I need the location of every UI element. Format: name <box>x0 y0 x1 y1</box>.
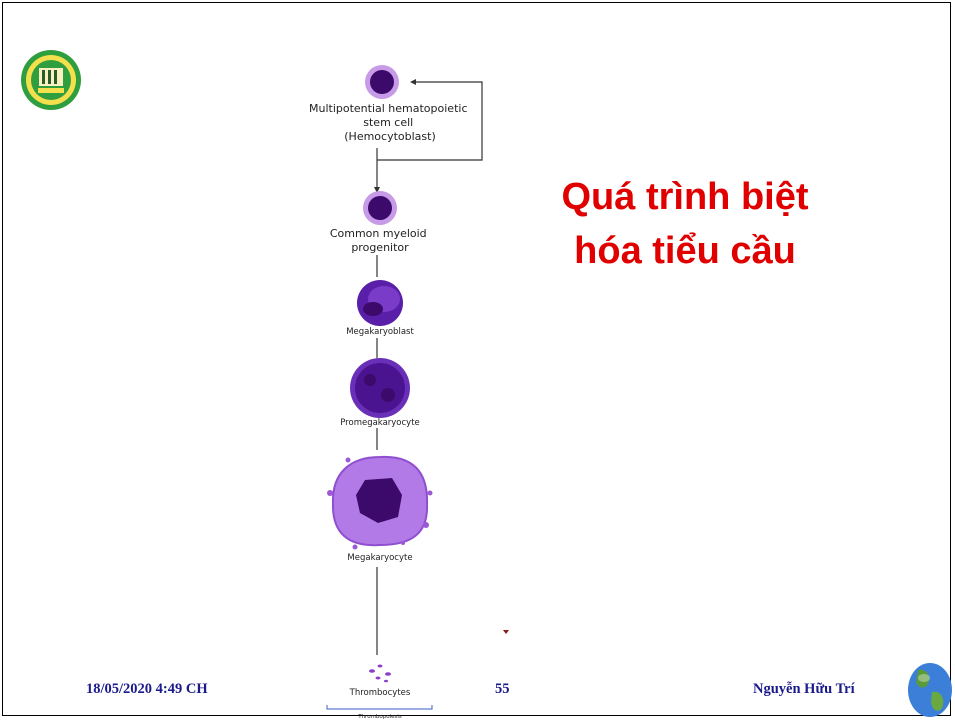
stage-4-label: Promegakaryocyte <box>340 418 420 428</box>
thrombopoiesis-bracket <box>326 705 433 710</box>
megakaryocyte-cell <box>327 455 433 550</box>
svg-text:Multipotential hematopoietic: Multipotential hematopoietic stem cell (… <box>309 102 471 143</box>
title-line-1: Quá trình biệt <box>561 176 809 218</box>
stage-1-label-c: (Hemocytoblast) <box>344 130 436 143</box>
university-seal-icon <box>21 50 81 110</box>
promegakaryocyte-cell <box>350 358 410 418</box>
stage-1-label-b: stem cell <box>363 116 413 129</box>
stage-5-label: Megakaryocyte <box>347 553 412 563</box>
megakaryoblast-cell <box>357 280 403 326</box>
footer-author: Nguyễn Hữu Trí <box>753 681 855 697</box>
stage-6-label: Thrombocytes <box>349 688 411 698</box>
bracket-label: Thrombopoiesis <box>357 714 402 720</box>
self-renewal-loop <box>377 81 483 161</box>
connector-lines <box>376 81 483 655</box>
stem-cell <box>365 65 399 99</box>
slide-title: Quá trình biệt hóa tiểu cầu <box>520 170 850 278</box>
thrombocytes <box>369 664 391 683</box>
stage-2-label-a: Common myeloid <box>330 227 427 240</box>
globe-icon <box>908 663 952 717</box>
stage-3-label: Megakaryoblast <box>346 327 414 337</box>
title-line-2: hóa tiểu cầu <box>574 230 796 272</box>
stage-2-label-b: progenitor <box>351 241 409 254</box>
hematopoiesis-diagram: Multipotential hematopoietic stem cell (… <box>309 65 509 720</box>
loop-arrowhead <box>410 79 416 85</box>
stage-1-label-a: Multipotential hematopoietic <box>309 102 468 115</box>
stray-mark <box>503 630 509 634</box>
myeloid-progenitor-cell <box>363 191 397 225</box>
down-arrowhead <box>374 187 380 193</box>
footer-date: 18/05/2020 4:49 CH <box>86 681 208 697</box>
footer-page-number: 55 <box>495 681 510 697</box>
svg-text:Common myeloid progenitor: Common myeloid progenitor <box>330 227 430 254</box>
